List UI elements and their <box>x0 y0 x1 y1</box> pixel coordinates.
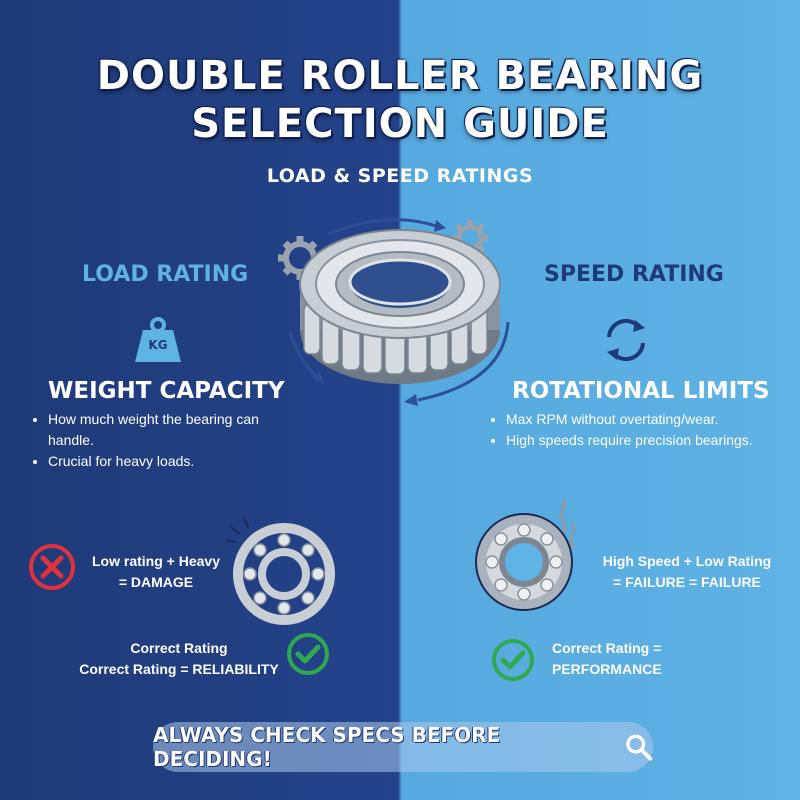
banner-text: ALWAYS CHECK SPECS BEFORE DECIDING! <box>153 723 501 771</box>
weight-capacity-heading: WEIGHT CAPACITY <box>48 378 285 404</box>
load-good-text: Correct Rating Correct Rating = RELIABIL… <box>70 638 288 680</box>
rotational-limits-heading: ROTATIONAL LIMITS <box>512 378 770 404</box>
speed-rating-heading: SPEED RATING <box>544 262 724 287</box>
load-rating-heading: LOAD RATING <box>82 262 249 287</box>
central-bearing-illustration <box>278 218 510 406</box>
load-good-line-2: Correct Rating = RELIABILITY <box>79 661 279 677</box>
search-icon <box>625 734 653 761</box>
list-item: How much weight the bearing can handle. <box>48 409 308 451</box>
speed-good-text: Correct Rating = PERFORMANCE <box>552 638 732 680</box>
specs-banner: ALWAYS CHECK SPECS BEFORE DECIDING! <box>153 722 653 772</box>
load-bullet-list: How much weight the bearing can handle. … <box>34 409 308 472</box>
speed-bullet-list: Max RPM without overtating/wear. High sp… <box>492 409 796 451</box>
speed-warning-line-1: High Speed + Low Rating <box>602 553 772 569</box>
subtitle: LOAD & SPEED RATINGS <box>266 165 534 187</box>
speed-good-line-1: Correct Rating = <box>552 640 662 656</box>
list-item: Max RPM without overtating/wear. <box>506 409 796 430</box>
speed-warning-line-2: = FAILURE = FAILURE <box>613 574 761 590</box>
check-icon <box>492 639 534 681</box>
bearing-icon <box>299 229 501 384</box>
check-icon <box>287 633 329 675</box>
load-warning-line-1: Low rating + Heavy <box>92 553 220 569</box>
list-item: High speeds require precision bearings. <box>506 430 796 451</box>
weight-icon-label: KG <box>148 338 168 352</box>
list-item: Crucial for heavy loads. <box>48 451 308 472</box>
speed-good-line-2: PERFORMANCE <box>552 661 662 677</box>
title-line-2: SELECTION GUIDE <box>191 101 609 147</box>
load-good-line-1: Correct Rating <box>130 640 228 656</box>
speed-warning-text: High Speed + Low Rating = FAILURE = FAIL… <box>592 551 782 593</box>
rotate-icon <box>607 318 645 362</box>
load-warning-text: Low rating + Heavy = DAMAGE <box>86 551 226 593</box>
overheating-bearing-icon <box>475 499 576 611</box>
damaged-bearing-icon <box>226 517 335 625</box>
error-x-icon <box>29 544 75 590</box>
load-warning-line-2: = DAMAGE <box>118 574 194 590</box>
weight-icon: KG <box>133 316 183 364</box>
title-line-1: DOUBLE ROLLER BEARING <box>96 53 704 99</box>
